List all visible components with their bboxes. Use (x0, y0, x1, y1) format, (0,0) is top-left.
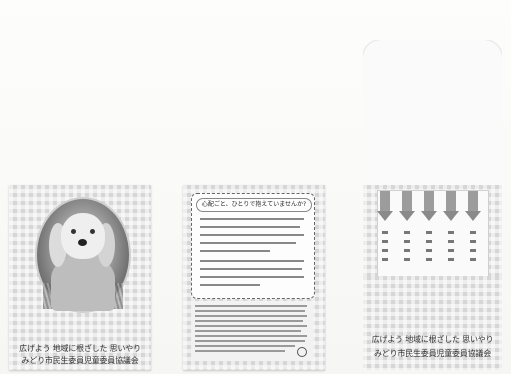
arrow-down-icon (465, 211, 481, 221)
message-line (200, 268, 302, 270)
fine-line (195, 335, 307, 337)
fine-line (195, 350, 285, 352)
message-line (200, 218, 304, 220)
card-text-column (426, 231, 432, 267)
dog-photo-oval (35, 197, 131, 313)
fine-line (195, 330, 301, 332)
card-text-column (448, 231, 454, 267)
dog-eye-left (71, 229, 76, 234)
message-line (200, 242, 296, 244)
back-panel: 心配ごと、ひとりで抱えていませんか? (183, 185, 325, 370)
left-caption-line1: 広げよう 地域に根ざした 思いやり (19, 344, 141, 353)
fine-line (195, 320, 303, 322)
message-box: 心配ごと、ひとりで抱えていませんか? (191, 193, 315, 299)
message-line (200, 284, 260, 286)
fine-print-area (191, 301, 313, 361)
arrow-down-icon (421, 211, 437, 221)
front-panel: 広げよう 地域に根ざした 思いやり みどり市民生委員児童委員協議会 (9, 185, 151, 370)
card-text-column (470, 231, 476, 267)
sleeve-panel: 広げよう 地域に根ざした 思いやり みどり市民生委員児童委員協議会 (363, 40, 502, 370)
card-tab (446, 191, 456, 211)
message-line (200, 234, 304, 236)
message-line (200, 226, 300, 228)
card-text-column (404, 231, 410, 267)
card-tab (424, 191, 434, 211)
fine-line (195, 315, 307, 317)
right-caption-line1: 広げよう 地域に根ざした 思いやり (371, 335, 494, 344)
dog-head (61, 213, 105, 259)
sleeve-pocket: 広げよう 地域に根ざした 思いやり みどり市民生委員児童委員協議会 (363, 276, 502, 370)
left-caption-line2: みどり市民生委員児童委員協議会 (21, 356, 139, 365)
arrow-down-icon (377, 211, 393, 221)
arrow-down-icon (399, 211, 415, 221)
fine-line (195, 310, 305, 312)
sleeve-flap (363, 40, 502, 185)
fine-line (195, 340, 305, 342)
message-line (200, 276, 304, 278)
fine-line (195, 305, 307, 307)
message-line (200, 260, 304, 262)
message-line (200, 250, 270, 252)
fine-line (195, 325, 307, 327)
recycle-mark-icon (297, 347, 307, 357)
fine-line (195, 345, 295, 347)
message-title: 心配ごと、ひとりで抱えていませんか? (196, 198, 312, 212)
pull-out-card (377, 190, 489, 278)
card-tab (468, 191, 478, 211)
card-text-column (382, 231, 388, 267)
dog-nose (78, 239, 87, 246)
dog-eye-right (90, 229, 95, 234)
arrow-down-icon (443, 211, 459, 221)
card-tab (380, 191, 390, 211)
right-caption-line2: みどり市民生委員児童委員協議会 (374, 349, 491, 358)
card-tab (402, 191, 412, 211)
